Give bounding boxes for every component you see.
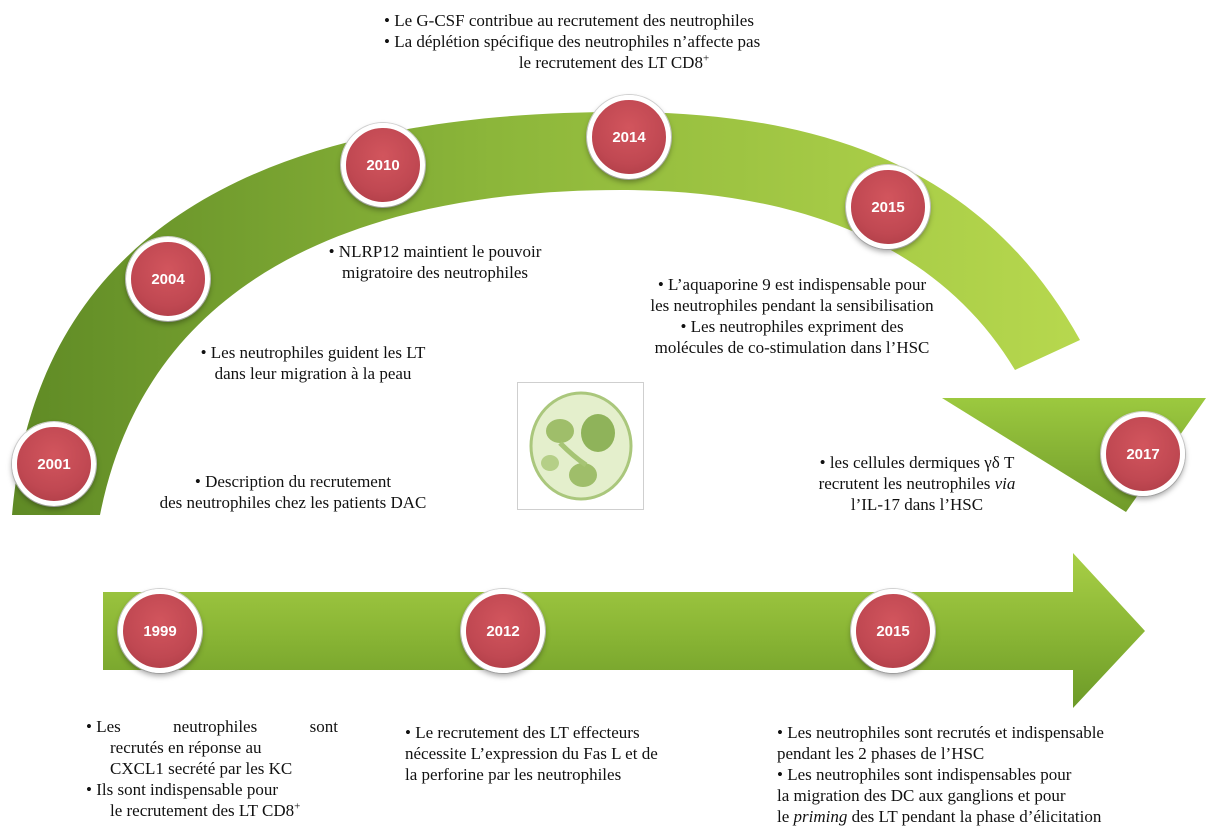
note-2010-line-1: • NLRP12 maintient le pouvoir [328,242,542,261]
note-2001-line-2: des neutrophiles chez les patients DAC [159,493,427,512]
milestone-2015-bottom: 2015 [851,589,935,673]
note-2015-bottom: • Les neutrophiles sont recrutés et indi… [777,722,1197,827]
milestone-2017: 2017 [1101,412,1185,496]
note-1999: • Les neutrophiles sont recrutés en répo… [86,716,338,821]
note-2015-bottom-line-3: • Les neutrophiles sont indispensables p… [777,765,1072,784]
note-1999-line-3: CXCL1 secrété par les KC [110,759,293,778]
note-2017-via: via [994,474,1016,493]
note-2015-top-line-2: les neutrophiles pendant la sensibilisat… [650,296,934,315]
note-2004-line-2: dans leur migration à la peau [214,364,412,383]
arc-arrow-body [12,112,1080,515]
note-2015-bottom-line-5: le priming des LT pendant la phase d’éli… [777,807,1102,826]
note-2017: • les cellules dermiques γδ T recrutent … [772,452,1062,515]
superscript-plus: + [702,52,710,65]
note-2012: • Le recrutement des LT effecteurs néces… [405,722,725,785]
note-2015-top-line-1: • L’aquaporine 9 est indispensable pour [657,275,927,294]
milestone-2012: 2012 [461,589,545,673]
note-2015-priming: priming [793,807,848,826]
milestone-2001: 2001 [12,422,96,506]
note-2004-line-1: • Les neutrophiles guident les LT [200,343,426,362]
milestone-2004: 2004 [126,237,210,321]
straight-arrow [103,553,1145,708]
note-2014: • Le G-CSF contribue au recrutement des … [384,10,844,73]
note-2012-line-1: • Le recrutement des LT effecteurs [405,723,640,742]
note-2014-line-3: le recrutement des LT CD8+ [518,52,710,72]
note-2017-line-3: l’IL-17 dans l’HSC [850,495,984,514]
note-2014-line-2: • La déplétion spécifique des neutrophil… [384,32,761,51]
note-2001-line-1: • Description du recrutement [194,472,392,491]
note-2015-bottom-line-4: la migration des DC aux ganglions et pou… [777,786,1066,805]
note-2017-line-2: recrutent les neutrophiles via [818,474,1016,493]
note-2014-line-1: • Le G-CSF contribue au recrutement des … [384,11,754,30]
note-2015-bottom-line-1: • Les neutrophiles sont recrutés et indi… [777,723,1104,742]
note-2012-line-2: nécessite L’expression du Fas L et de [405,744,658,763]
milestone-2010: 2010 [341,123,425,207]
milestone-1999: 1999 [118,589,202,673]
note-2012-line-3: la perforine par les neutrophiles [405,765,622,784]
note-2004: • Les neutrophiles guident les LT dans l… [188,342,438,384]
note-1999-line-2: recrutés en réponse au [110,738,262,757]
note-2017-line-1: • les cellules dermiques γδ T [819,453,1015,472]
milestone-2014: 2014 [587,95,671,179]
note-2015-top: • L’aquaporine 9 est indispensable pour … [617,274,967,358]
note-1999-line-5: le recrutement des LT CD8+ [110,800,301,820]
note-2001: • Description du recrutement des neutrop… [132,471,454,513]
note-2015-top-line-3: • Les neutrophiles expriment des [680,317,904,336]
note-1999-line-1: • Les neutrophiles sont [86,717,338,736]
milestone-2015-top: 2015 [846,165,930,249]
note-2010-line-2: migratoire des neutrophiles [341,263,528,282]
note-2015-bottom-line-2: pendant les 2 phases de l’HSC [777,744,985,763]
note-1999-line-4: • Ils sont indispensable pour [86,780,278,799]
neutrophil-image [517,382,644,510]
note-2010: • NLRP12 maintient le pouvoir migratoire… [300,241,570,283]
note-2015-top-line-4: molécules de co-stimulation dans l’HSC [654,338,930,357]
